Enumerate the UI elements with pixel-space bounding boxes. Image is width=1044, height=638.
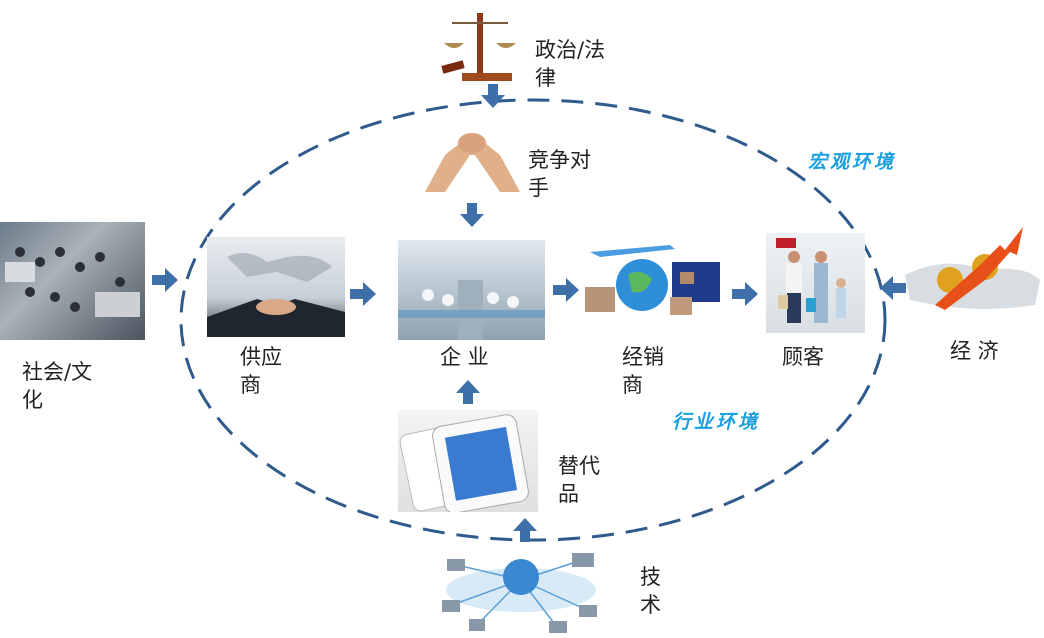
economy-chart-image [905, 225, 1040, 315]
scales-of-justice-image [440, 5, 520, 85]
label-politics: 政治/法 律 [535, 38, 606, 90]
arm-wrestling-image [425, 125, 520, 192]
technology-network-image [437, 545, 605, 635]
label-society: 社会/文 化 [22, 360, 93, 412]
arrow-left-economy [880, 276, 906, 300]
arrow-right-society [152, 268, 178, 292]
customers-family-image [766, 233, 865, 333]
label-customers: 顾客 [782, 345, 824, 369]
label-substitutes: 替代 品 [558, 454, 600, 506]
arrow-right-distributors [732, 282, 758, 306]
label-economy: 经 济 [950, 339, 999, 363]
arrow-down-politics [481, 84, 505, 108]
label-macro-environment: 宏观环境 [808, 151, 897, 173]
arrow-up-substitutes [456, 380, 480, 404]
handshake-image [207, 237, 345, 337]
logistics-image [580, 237, 725, 330]
crowd-image [0, 222, 145, 340]
arrow-down-competitors [460, 203, 484, 227]
label-enterprise: 企 业 [440, 345, 489, 369]
arrow-up-technology [513, 518, 537, 542]
label-technology: 技 术 [640, 565, 661, 617]
smartphones-image [398, 410, 538, 512]
factory-floor-image [398, 240, 545, 340]
arrow-right-enterprise [553, 278, 579, 302]
label-industry-environment: 行业环境 [672, 411, 761, 433]
label-suppliers: 供应 商 [240, 345, 282, 397]
label-competitors: 竞争对 手 [528, 148, 591, 200]
arrow-right-suppliers [350, 282, 376, 306]
label-distributors: 经销 商 [622, 345, 664, 397]
